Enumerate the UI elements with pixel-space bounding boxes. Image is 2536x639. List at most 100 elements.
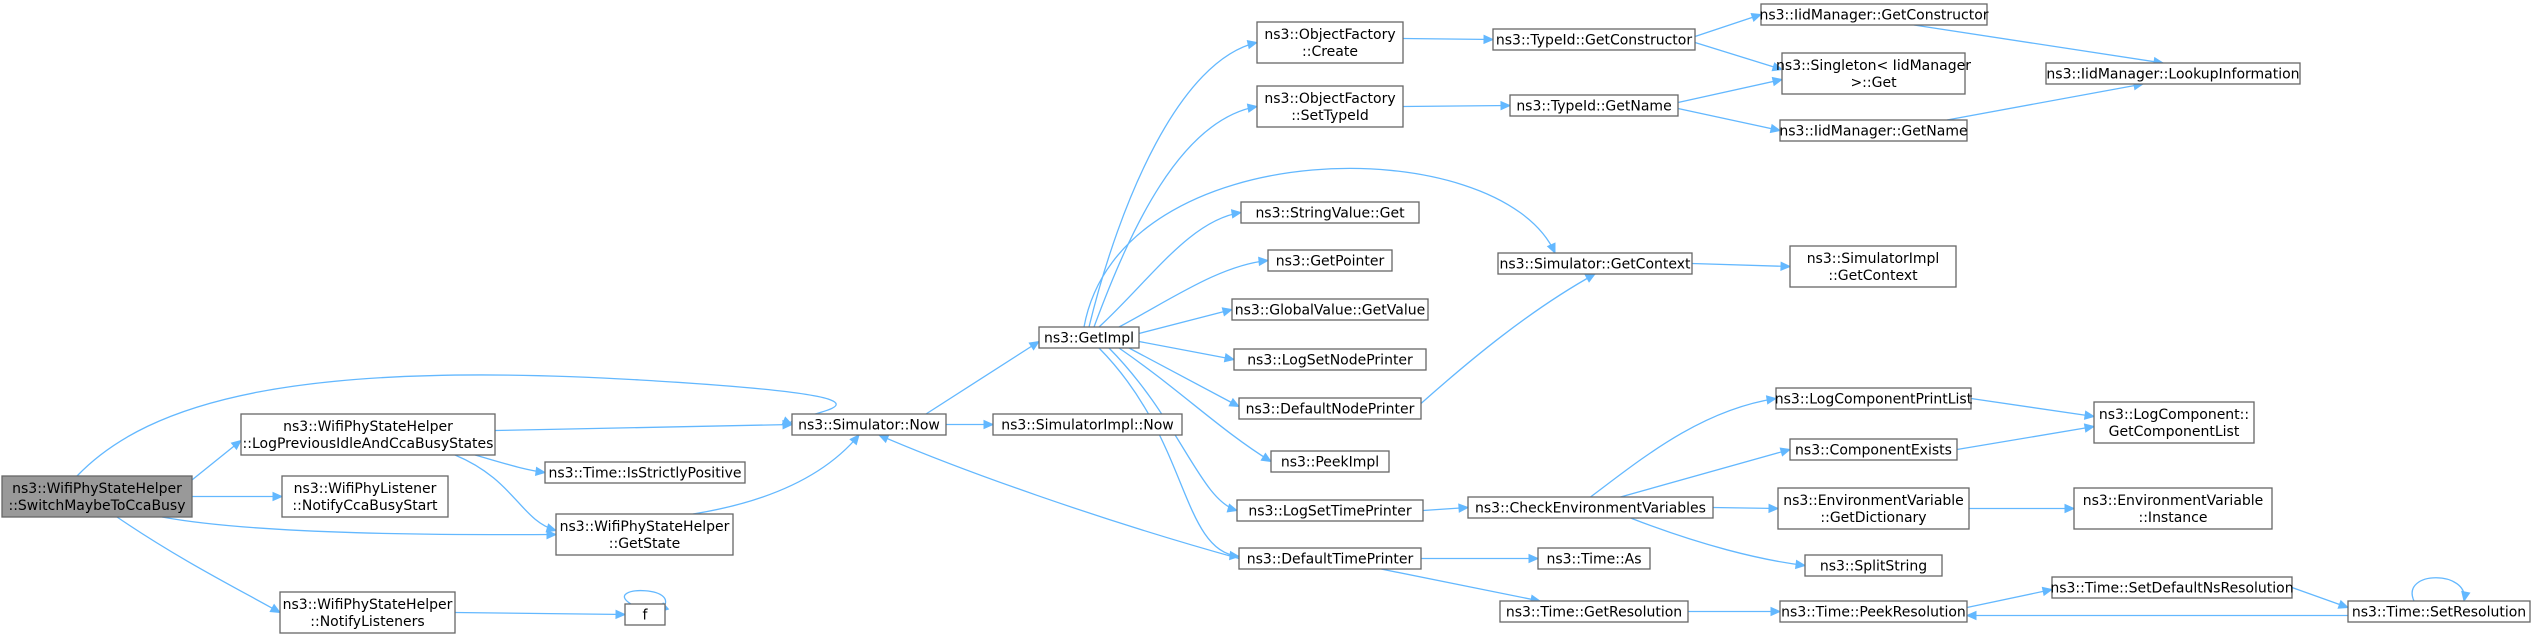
node-box <box>1499 600 1689 623</box>
node-label: ns3::WifiPhyListener <box>294 481 437 497</box>
node-label: ::Instance <box>2139 510 2208 526</box>
node-getstate[interactable]: ns3::WifiPhyStateHelper::GetState <box>555 513 734 556</box>
node-box <box>1038 326 1140 349</box>
node-compexists[interactable]: ns3::ComponentExists <box>1789 438 1958 461</box>
node-f[interactable]: f <box>624 603 666 626</box>
edge-logprev-to-isstrict <box>474 454 547 477</box>
edge-line <box>2291 586 2349 609</box>
node-box <box>1789 438 1958 461</box>
node-box <box>791 413 947 436</box>
node-box <box>1775 387 1972 410</box>
node-isstrict[interactable]: ns3::Time::IsStrictlyPositive <box>544 461 746 484</box>
node-box <box>240 413 496 456</box>
node-label: ns3::LogSetTimePrinter <box>1248 504 1412 520</box>
node-box <box>1777 487 1970 530</box>
node-simimplctx[interactable]: ns3::SimulatorImpl::GetContext <box>1789 245 1957 288</box>
edge-line <box>1694 13 1762 38</box>
edge-arrowhead <box>269 603 282 614</box>
node-box <box>1267 249 1393 272</box>
node-ofcreate[interactable]: ns3::ObjectFactory::Create <box>1256 21 1404 64</box>
node-box <box>2347 600 2531 623</box>
node-notifylisteners[interactable]: ns3::WifiPhyStateHelper::NotifyListeners <box>279 591 456 634</box>
node-peekres[interactable]: ns3::Time::PeekResolution <box>1779 600 1968 623</box>
node-getimpl[interactable]: ns3::GetImpl <box>1038 326 1140 349</box>
node-checkenv[interactable]: ns3::CheckEnvironmentVariables <box>1467 496 1714 519</box>
node-label: ns3::WifiPhyStateHelper <box>283 597 453 613</box>
node-simimplnow[interactable]: ns3::SimulatorImpl::Now <box>992 413 1183 436</box>
node-timeas[interactable]: ns3::Time::As <box>1537 547 1651 570</box>
node-setdefres[interactable]: ns3::Time::SetDefaultNsResolution <box>2050 576 2294 599</box>
node-singleton[interactable]: ns3::Singleton< IidManager>::Get <box>1776 52 1971 95</box>
node-label: ns3::EnvironmentVariable <box>2083 493 2264 509</box>
node-box <box>2093 401 2255 444</box>
node-getcomplist[interactable]: ns3::LogComponent::GetComponentList <box>2093 401 2255 444</box>
node-getcontext[interactable]: ns3::Simulator::GetContext <box>1497 252 1693 275</box>
edge-logprint-to-getcomplist <box>1970 397 2096 420</box>
node-logprev[interactable]: ns3::WifiPhyStateHelper::LogPreviousIdle… <box>240 413 496 456</box>
edge-arrowhead <box>1965 610 1977 621</box>
node-getres[interactable]: ns3::Time::GetResolution <box>1499 600 1689 623</box>
node-label: ns3::Simulator::GetContext <box>1499 257 1691 273</box>
node-lookup[interactable]: ns3::IidManager::LookupInformation <box>2045 62 2301 85</box>
node-box <box>1779 119 1968 142</box>
edge-arrowhead <box>1226 503 1239 513</box>
node-peekimpl[interactable]: ns3::PeekImpl <box>1270 450 1390 473</box>
node-box <box>992 413 1183 436</box>
edge-deftime-to-now <box>877 434 1240 560</box>
node-typeidgetname[interactable]: ns3::TypeId::GetName <box>1509 94 1679 117</box>
node-envinstance[interactable]: ns3::EnvironmentVariable::Instance <box>2073 487 2273 530</box>
edge-arrowhead <box>1546 242 1556 255</box>
edge-line <box>2411 577 2465 602</box>
edge-getcontext-to-simimplctx <box>1691 261 1792 271</box>
node-label: ns3::PeekImpl <box>1281 455 1379 471</box>
edge-arrowhead <box>1794 559 1807 570</box>
node-iidgetname[interactable]: ns3::IidManager::GetName <box>1779 119 1968 142</box>
node-label: GetComponentList <box>2109 424 2240 440</box>
node-stringvalue[interactable]: ns3::StringValue::Get <box>1240 201 1420 224</box>
edge-line <box>878 434 1240 560</box>
node-defnode[interactable]: ns3::DefaultNodePrinter <box>1238 397 1422 420</box>
node-globalvalue[interactable]: ns3::GlobalValue::GetValue <box>1231 298 1429 321</box>
edge-logprev-to-getstate <box>454 454 558 533</box>
node-label: ns3::StringValue::Get <box>1255 206 1405 222</box>
node-notifycca[interactable]: ns3::WifiPhyListener::NotifyCcaBusyStart <box>281 475 449 518</box>
node-ofsettypeid[interactable]: ns3::ObjectFactory::SetTypeId <box>1256 85 1404 128</box>
edge-switch-to-getstate <box>161 516 558 540</box>
edge-arrowhead <box>615 609 627 620</box>
node-box <box>279 591 456 634</box>
node-box <box>1 475 193 518</box>
edge-arrowhead <box>546 529 558 540</box>
node-logsettime[interactable]: ns3::LogSetTimePrinter <box>1236 499 1424 522</box>
node-logprint[interactable]: ns3::LogComponentPrintList <box>1775 387 1973 410</box>
node-label: ns3::SimulatorImpl <box>1807 251 1940 267</box>
node-box <box>281 475 449 518</box>
node-getpointer[interactable]: ns3::GetPointer <box>1267 249 1393 272</box>
call-edges <box>76 12 2471 621</box>
node-envdict[interactable]: ns3::EnvironmentVariable::GetDictionary <box>1777 487 1970 530</box>
node-box <box>1240 201 1420 224</box>
node-logsetnode[interactable]: ns3::LogSetNodePrinter <box>1233 348 1427 371</box>
edge-arrowhead <box>1770 606 1782 617</box>
node-label: ::GetDictionary <box>1820 510 1926 526</box>
edge-line <box>1128 347 1240 408</box>
edge-line <box>1946 83 2144 121</box>
edge-line <box>1118 259 1269 328</box>
node-iidgetctor[interactable]: ns3::IidManager::GetConstructor <box>1759 3 1989 26</box>
node-label: ::SwitchMaybeToCcaBusy <box>8 498 185 514</box>
node-splitstring[interactable]: ns3::SplitString <box>1804 554 1943 577</box>
edge-arrowhead <box>782 419 794 430</box>
edge-arrowhead <box>1771 62 1784 72</box>
node-label: ns3::GetPointer <box>1276 254 1385 270</box>
node-now[interactable]: ns3::Simulator::Now <box>791 413 947 436</box>
node-box <box>1509 94 1679 117</box>
node-setres[interactable]: ns3::Time::SetResolution <box>2347 600 2531 623</box>
edge-getimpl-to-peekimpl <box>1118 347 1273 463</box>
node-getconstructor[interactable]: ns3::TypeId::GetConstructor <box>1492 28 1696 51</box>
node-label: ns3::SimulatorImpl::Now <box>1001 418 1174 434</box>
edge-checkenv-to-logprint <box>1590 395 1778 498</box>
node-deftime[interactable]: ns3::DefaultTimePrinter <box>1238 547 1422 570</box>
node-label: ns3::IidManager::GetName <box>1779 124 1967 140</box>
edge-arrowhead <box>1223 353 1236 363</box>
node-switch[interactable]: ns3::WifiPhyStateHelper::SwitchMaybeToCc… <box>1 475 193 518</box>
